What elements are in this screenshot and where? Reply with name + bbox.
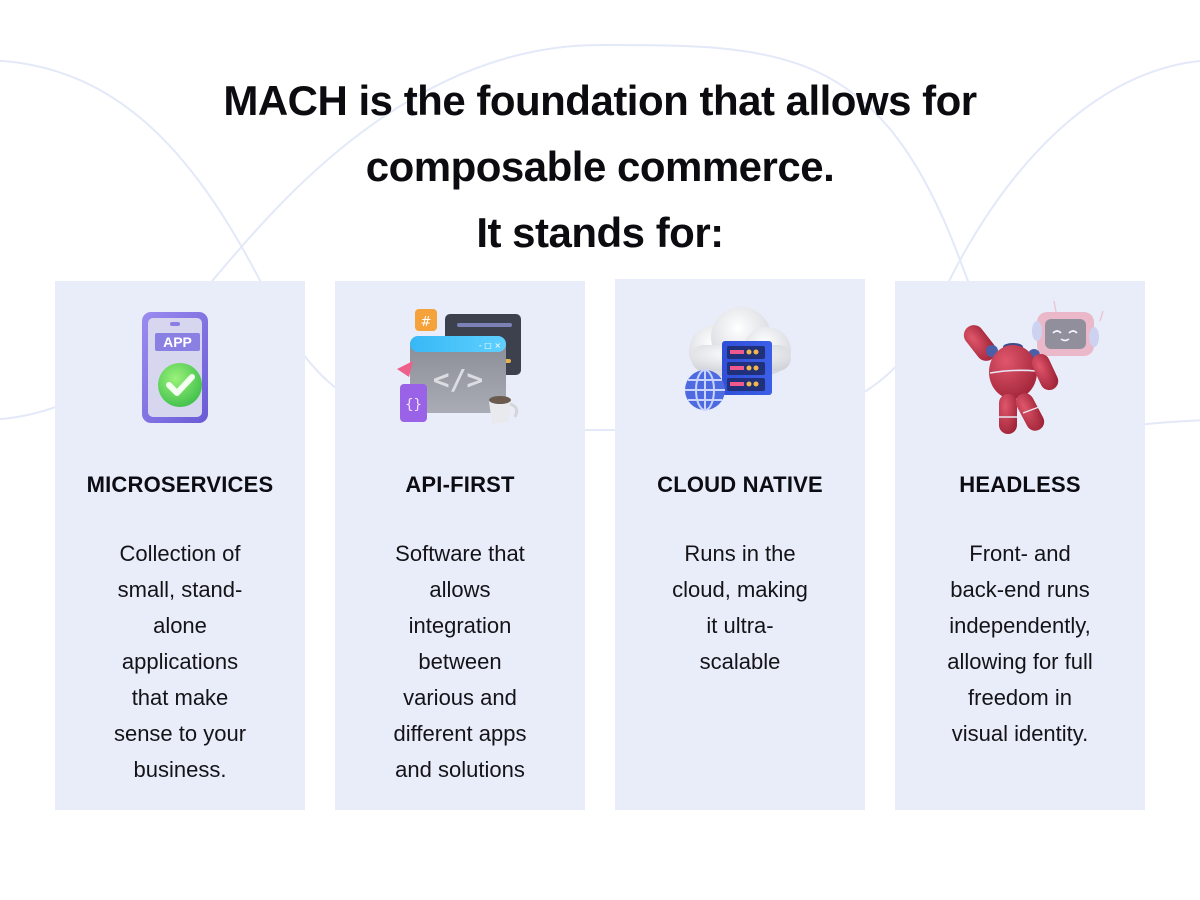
svg-text:#: # [421,315,432,330]
card-api-first: # - □ × </> {} API-FIRST Software that a… [335,281,585,810]
description-line: independently, [949,613,1091,638]
card-title: HEADLESS [959,472,1081,497]
description-line: cloud, making [672,577,808,602]
description-line: Collection of [119,541,241,566]
description-line: business. [133,757,227,782]
headline-line: MACH is the foundation that allows for [223,77,977,124]
description-line: Software that [395,541,525,566]
headline-line: It stands for: [476,209,724,256]
card-description: Runs in the cloud, making it ultra- scal… [635,536,845,680]
description-line: allows [429,577,491,602]
description-line: scalable [699,649,781,674]
card-description: Collection of small, stand- alone applic… [75,536,285,788]
description-line: between [418,649,502,674]
smartphone-app-check-icon: APP [55,281,305,451]
svg-text:</>: </> [433,363,484,396]
description-line: different apps [393,721,527,746]
page-headline: MACH is the foundation that allows for c… [0,68,1200,266]
card-description: Front- and back-end runs independently, … [915,536,1125,752]
description-line: that make [131,685,229,710]
description-line: visual identity. [951,721,1089,746]
wave-line [0,59,1200,432]
description-line: Front- and [969,541,1071,566]
description-line: alone [153,613,207,638]
card-cloud-native: CLOUD NATIVE Runs in the cloud, making i… [615,279,865,810]
description-line: applications [121,649,239,674]
description-line: freedom in [968,685,1072,710]
description-line: it ultra- [706,613,774,638]
description-line: various and [403,685,517,710]
svg-text:APP: APP [163,334,192,350]
card-headless: HEADLESS Front- and back-end runs indepe… [895,281,1145,810]
description-line: and solutions [395,757,525,782]
description-line: sense to your [113,721,247,746]
description-line: back-end runs [950,577,1090,602]
headless-robot-icon [895,281,1145,451]
card-title: API-FIRST [405,472,515,497]
card-title: CLOUD NATIVE [657,472,823,497]
code-window-icon: # - □ × </> {} [335,281,585,451]
svg-text:{}: {} [405,397,422,413]
svg-text:- □ ×: - □ × [479,341,501,350]
description-line: allowing for full [947,649,1093,674]
card-description: Software that allows integration between… [355,536,565,788]
description-line: small, stand- [117,577,243,602]
description-line: Runs in the [684,541,796,566]
cloud-server-globe-icon [615,279,865,449]
headline-line: composable commerce. [365,143,835,190]
card-microservices: APP MICROSERVICES Collection of small, s… [55,281,305,810]
card-title: MICROSERVICES [86,472,274,497]
description-line: integration [408,613,512,638]
